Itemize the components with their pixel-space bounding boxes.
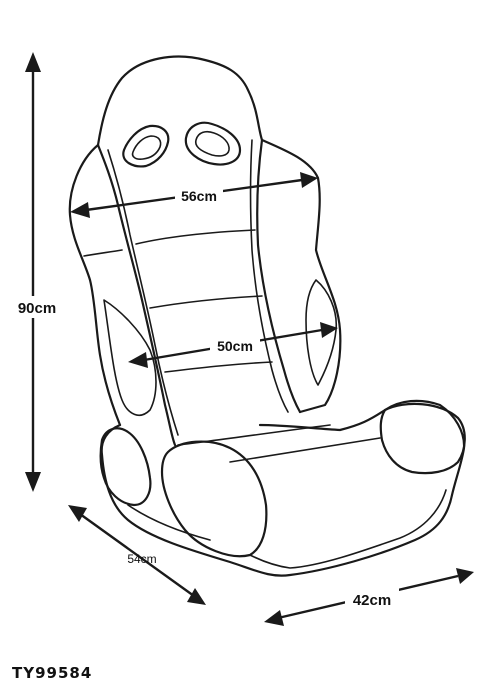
left-side-panel [83,249,123,257]
seat-center-seam-1 [177,424,331,446]
back-stitch-1 [135,229,256,245]
height-dimension: 90cm [8,52,66,492]
seat-lower-trim [127,504,211,541]
left-harness-slot-inner [131,135,162,160]
left-thigh-bolster [99,427,152,507]
back-stitch-2 [149,295,263,309]
racing-seat-illustration [68,55,466,577]
depth-label: 54cm [127,552,156,566]
seat-width-dimension: 42cm [264,568,474,626]
back-width-dimension: 50cm [128,322,338,368]
seat-side-skirt [249,489,447,569]
back-width-label: 50cm [217,338,253,354]
shoulder-width-label: 56cm [181,188,217,204]
height-label: 90cm [18,300,56,317]
seat-cushion-outline [100,399,466,577]
depth-dimension: 54cm [68,505,206,605]
right-harness-slot-inner [194,130,230,157]
seat-back-left-outline [68,143,122,427]
seat-center-seam-2 [229,437,381,463]
right-harness-slot [184,121,242,166]
right-thigh-bolster [379,402,466,475]
center-panel-left-seam [107,149,179,436]
seat-width-label: 42cm [353,592,391,609]
right-side-scoop [305,279,338,386]
left-side-scoop [103,299,157,416]
seat-back-top-outline [96,55,342,414]
shoulder-width-dimension: 56cm [70,172,318,218]
left-harness-slot [122,124,170,168]
back-stitch-3 [164,361,273,373]
product-code: TY99584 [12,664,93,682]
left-bolster-outline [96,143,177,447]
center-panel-right-seam [249,139,289,413]
